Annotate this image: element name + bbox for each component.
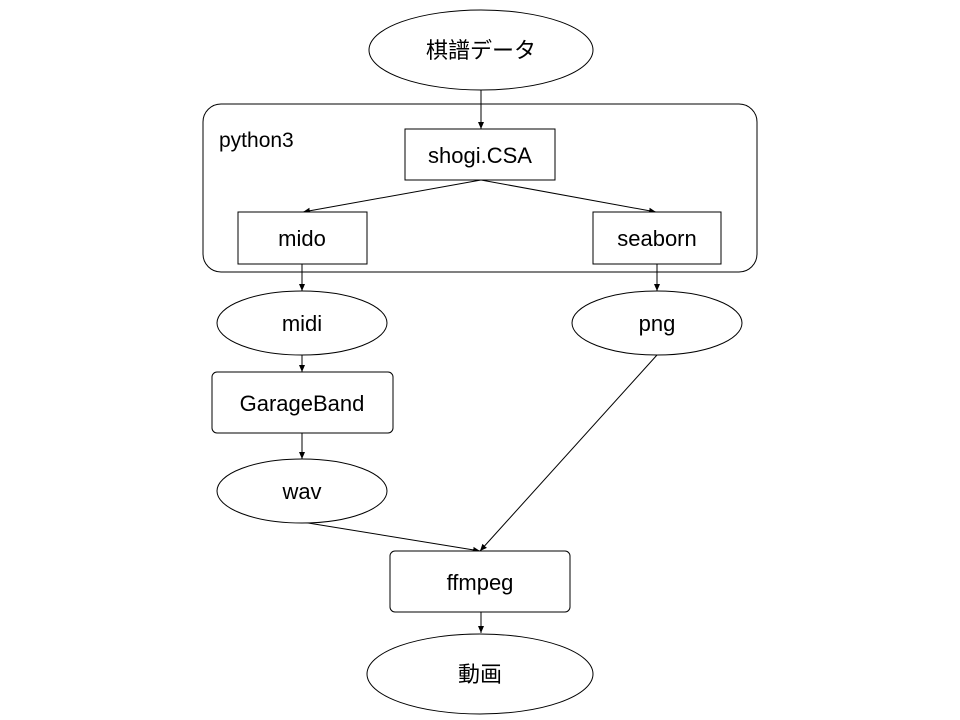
node-douga-label: 動画 [458, 662, 502, 687]
edge-png-to-ffmpeg [479, 354, 658, 552]
node-garageband-label: GarageBand [240, 391, 365, 416]
node-mido[interactable]: mido [237, 211, 368, 265]
python3-group-label: python3 [219, 129, 294, 152]
node-ffmpeg-label: ffmpeg [447, 570, 514, 595]
node-wav[interactable]: wav [216, 458, 388, 524]
node-kifu-data-label: 棋譜データ [426, 38, 536, 63]
node-shogi-csa-label: shogi.CSA [428, 143, 532, 168]
node-png[interactable]: png [571, 290, 743, 356]
node-wav-label: wav [281, 479, 321, 504]
edge-shogi-csa-to-mido [302, 179, 482, 214]
node-png-label: png [639, 311, 676, 336]
node-shogi-csa[interactable]: shogi.CSA [404, 128, 556, 181]
node-seaborn[interactable]: seaborn [592, 211, 722, 265]
python3-group[interactable]: python3 [202, 103, 758, 273]
edge-wav-to-ffmpeg [301, 521, 481, 553]
node-seaborn-label: seaborn [617, 226, 697, 251]
node-kifu-data[interactable]: 棋譜データ [368, 9, 594, 91]
node-garageband[interactable]: GarageBand [211, 371, 394, 434]
node-douga[interactable]: 動画 [366, 633, 594, 715]
node-midi[interactable]: midi [216, 290, 388, 356]
node-mido-label: mido [278, 226, 326, 251]
node-midi-label: midi [282, 311, 322, 336]
node-ffmpeg[interactable]: ffmpeg [389, 550, 571, 613]
edge-shogi-csa-to-seaborn [480, 179, 657, 214]
edges [299, 90, 660, 633]
